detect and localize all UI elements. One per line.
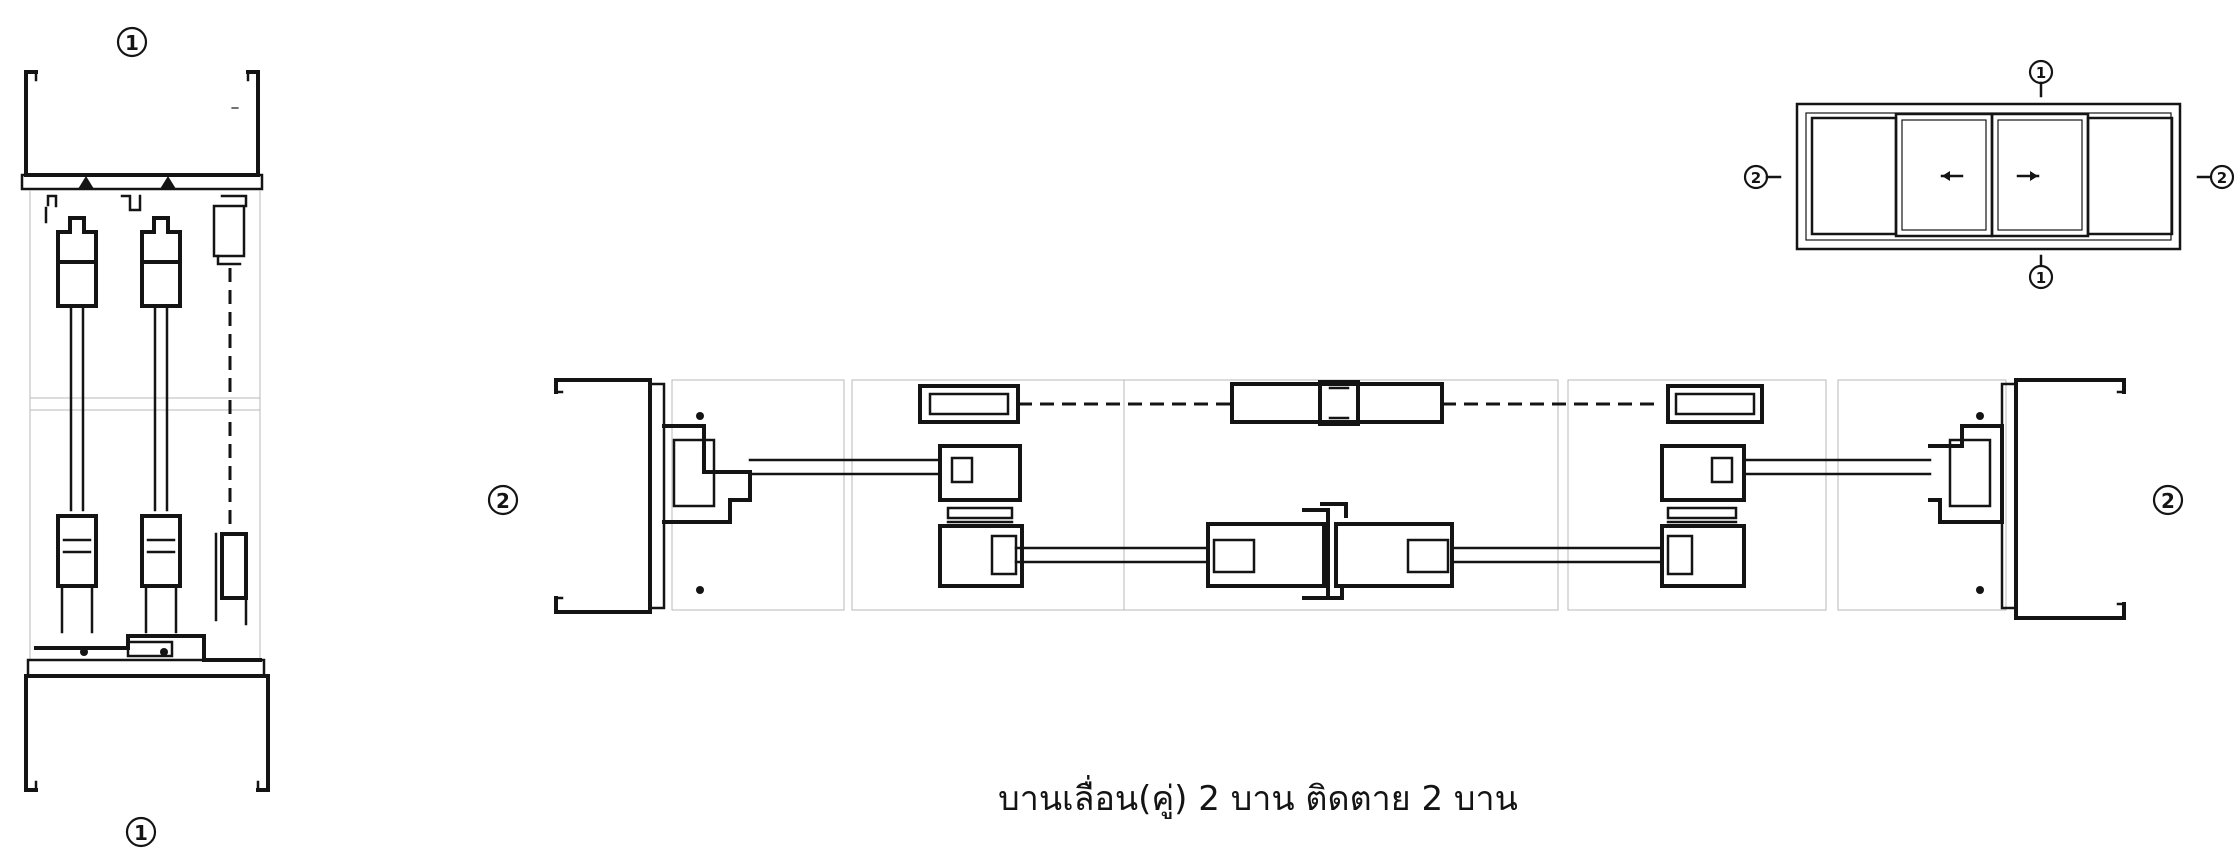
svg-text:1: 1 [125,31,139,55]
svg-text:2: 2 [496,489,510,513]
section-guides [29,190,261,660]
vertical-section-1-1: 1 1 [20,26,270,848]
key-plan-arrow-right-icon [2016,171,2040,181]
top-sash-profiles [44,194,248,308]
section-mark-left-2: 2 [487,484,519,516]
head-frame-profile [20,70,264,191]
horizontal-section-2-2: 2 2 [487,378,2184,620]
svg-text:1: 1 [2036,64,2046,82]
key-plan-panel-fixed-left [1810,116,1898,236]
svg-text:1: 1 [134,821,148,845]
key-plan-arrow-left-icon [1940,171,1964,181]
right-jamb-profile [1928,378,2126,620]
svg-text:1: 1 [2036,269,2046,287]
sash-glass [69,268,232,528]
key-plan: 1 1 2 2 [1743,59,2234,290]
sill-frame-profile [24,634,270,792]
svg-text:2: 2 [2217,169,2227,187]
panel-guides [671,379,2007,611]
key-mark-right-2: 2 [2196,164,2234,190]
left-jamb-profile [554,378,752,614]
central-interlock-top [1230,380,1444,426]
central-meeting-stiles [1206,502,1454,600]
left-fixed-glass [748,458,942,476]
right-sliding-sash-profile [1450,384,1764,588]
section-mark-bottom-1: 1 [125,816,157,848]
key-plan-panel-sliding-right [1990,112,2090,238]
drawing-caption: บานเลื่อน(คู่) 2 บาน ติดตาย 2 บาน [998,775,1518,819]
svg-text:2: 2 [1751,169,1761,187]
left-sliding-sash-profile [918,384,1210,588]
key-mark-left-2: 2 [1743,164,1782,190]
key-mark-top-1: 1 [2028,59,2054,98]
key-plan-panel-fixed-right [2086,116,2174,236]
svg-text:2: 2 [2161,489,2175,513]
bottom-sash-profiles [56,514,248,634]
section-mark-top-1: 1 [116,26,148,58]
key-mark-bottom-1: 1 [2028,254,2054,290]
section-mark-right-2: 2 [2152,484,2184,516]
key-plan-outer-frame [1795,102,2182,251]
right-fixed-glass [1742,458,1932,476]
